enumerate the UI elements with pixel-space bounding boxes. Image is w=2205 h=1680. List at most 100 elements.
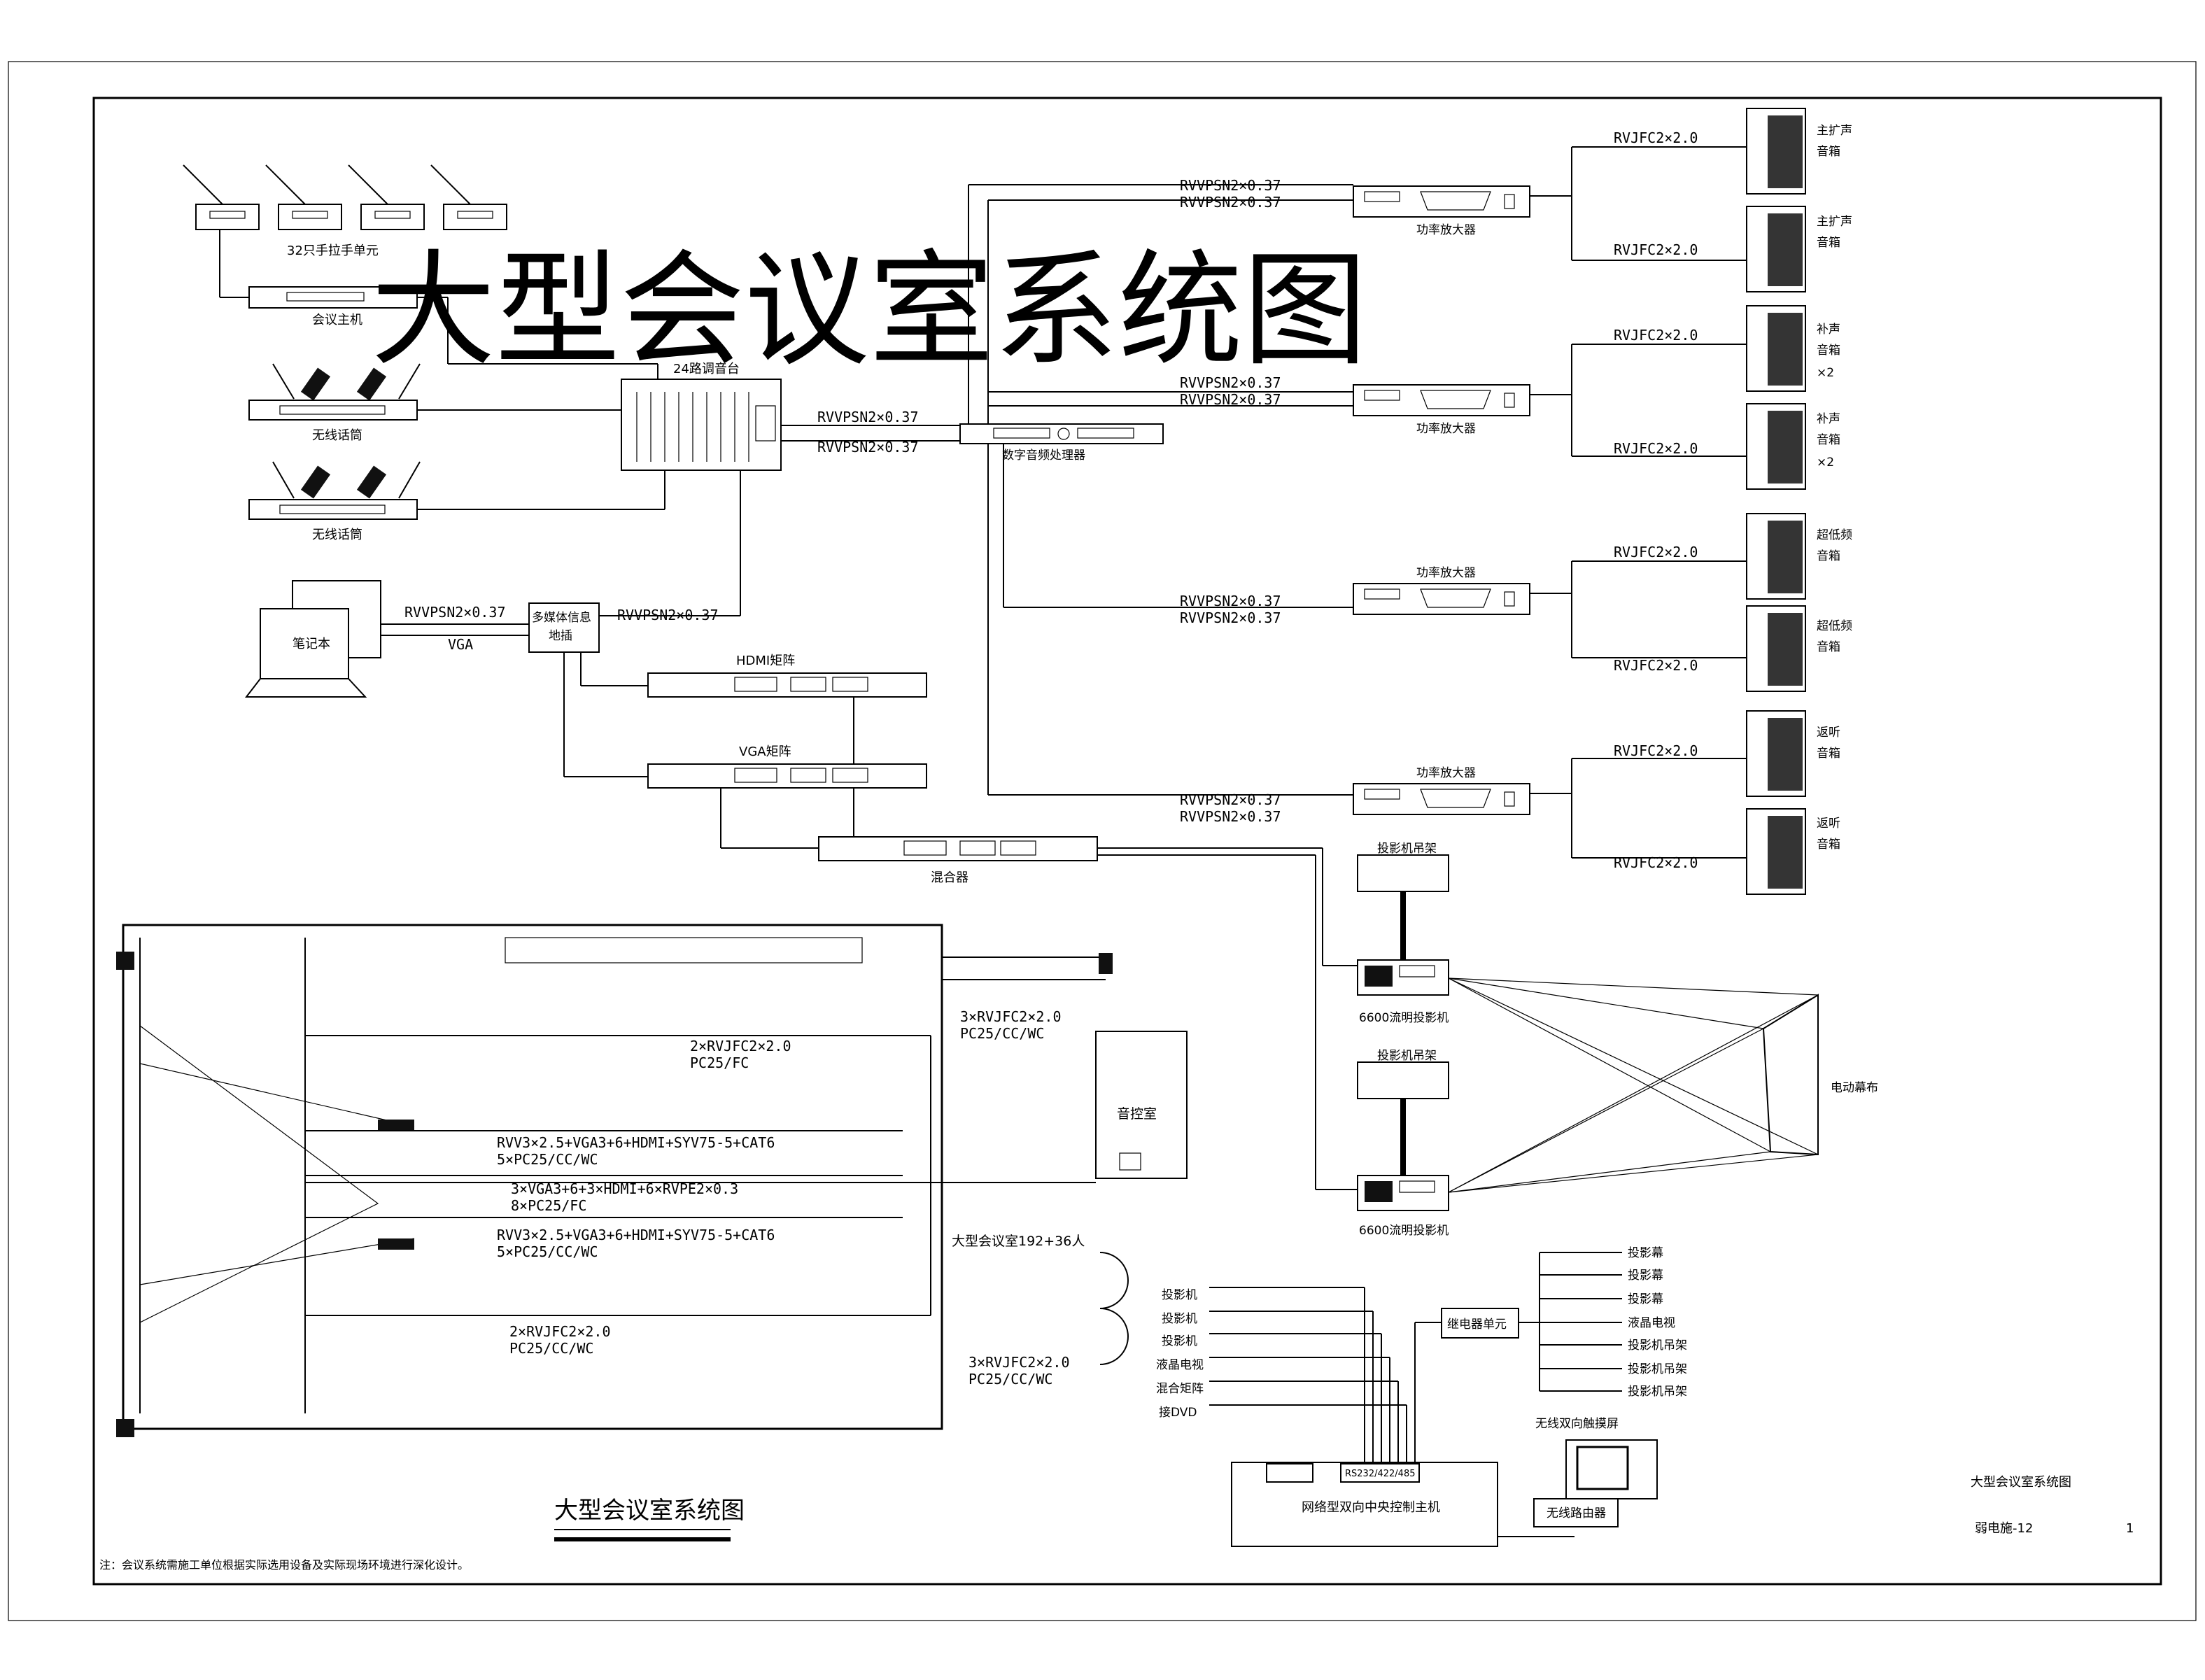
cable-label: 3×RVJFC2×2.0 (960, 1008, 1062, 1025)
mixer-wiring: RVVPSN2×0.37 RVVPSN2×0.37 (417, 297, 960, 616)
wireless-mic-label: 无线话筒 (312, 528, 362, 542)
speaker-label: 音箱 (1817, 747, 1840, 761)
relay-unit: 继电器单元 (1441, 1252, 1622, 1392)
hdmi-matrix-label: HDMI矩阵 (736, 654, 795, 668)
control-target-label: 液晶电视 (1628, 1316, 1675, 1330)
cable-label: RVVPSN2×0.37 (1180, 391, 1281, 408)
cable-label: RVJFC2×2.0 (1614, 440, 1698, 457)
projector-rack-label: 投影机吊架 (1377, 1049, 1437, 1063)
conference-host-label: 会议主机 (312, 313, 362, 327)
page-number: 1 (2126, 1521, 2134, 1536)
amp-label: 功率放大器 (1416, 422, 1476, 436)
power-amplifier-2: 功率放大器 (1353, 384, 1530, 436)
speaker-label: 返听 (1817, 726, 1840, 740)
diagram-title: 大型会议室系统图 (371, 238, 1367, 383)
laptop-label: 笔记本 (293, 637, 330, 651)
digital-audio-processor: 数字音频处理器 (959, 423, 1164, 463)
mic-unit (265, 164, 342, 230)
room-name-label: 大型会议室192+36人 (952, 1234, 1085, 1249)
amp-label: 功率放大器 (1416, 223, 1476, 237)
touch-screen: 无线双向触摸屏 (1535, 1417, 1658, 1499)
cable-label: RVVPSN2×0.37 (617, 607, 719, 623)
speaker-label: 主扩声 (1817, 215, 1852, 229)
control-target-label: 投影机吊架 (1628, 1362, 1687, 1376)
cable-label: RVVPSN2×0.37 (1180, 609, 1281, 626)
cable-label: 5×PC25/CC/WC (497, 1243, 598, 1260)
cable-label: RVVPSN2×0.37 (1180, 374, 1281, 391)
cable-label: RVJFC2×2.0 (1614, 129, 1698, 146)
port-label: RS232/422/485 (1345, 1469, 1415, 1479)
cable-label: 3×VGA3+6+3×HDMI+6×RVPE2×0.3 (511, 1180, 738, 1197)
vga-matrix-label: VGA矩阵 (739, 744, 791, 759)
drawing-name: 大型会议室系统图 (1971, 1475, 2071, 1490)
cable-label: RVJFC2×2.0 (1614, 544, 1698, 560)
floor-plan: 音控室 大型会议室192+36人 (116, 924, 1188, 1437)
touch-screen-label: 无线双向触摸屏 (1535, 1417, 1619, 1431)
mixer-box: 混合器 (818, 836, 1098, 885)
power-amplifier-1: 功率放大器 (1353, 185, 1530, 237)
matrix-wiring (563, 652, 1358, 1190)
mic-units-label: 32只手拉手单元 (287, 243, 379, 258)
speaker-wiring: RVJFC2×2.0 RVJFC2×2.0 RVJFC2×2.0 RVJFC2×… (1530, 129, 1747, 871)
wireless-mic-2: 无线话筒 (248, 461, 421, 542)
control-target-label: 投影幕 (1628, 1246, 1663, 1260)
cable-label: RVVPSN2×0.37 (817, 439, 919, 456)
media-box-label-2: 地插 (549, 629, 572, 643)
speaker-label: 主扩声 (1817, 124, 1852, 138)
speaker-labels: 主扩声 音箱 主扩声 音箱 补声 音箱 ×2 补声 音箱 ×2 超低频 音箱 超… (1817, 124, 1852, 852)
speaker-label: 补声 (1817, 323, 1840, 337)
cable-label: 2×RVJFC2×2.0 (509, 1323, 611, 1340)
projector-label: 6600流明投影机 (1359, 1011, 1449, 1025)
dsp-label: 数字音频处理器 (1002, 449, 1085, 463)
cable-label: RVJFC2×2.0 (1614, 742, 1698, 759)
control-target-label: 混合矩阵 (1156, 1382, 1204, 1396)
cable-label: RVV3×2.5+VGA3+6+HDMI+SYV75-5+CAT6 (497, 1134, 775, 1151)
speaker-icon (1746, 108, 1806, 195)
central-control-host: RS232/422/485 网络型双向中央控制主机 (1231, 1462, 1575, 1547)
plan-title: 大型会议室系统图 (554, 1497, 745, 1525)
laptop: 笔记本 (244, 580, 381, 698)
power-amplifier-4: 功率放大器 (1353, 766, 1530, 815)
mic-unit (430, 164, 507, 230)
plan-title-block: 大型会议室系统图 (554, 1497, 745, 1541)
cable-label: RVV3×2.5+VGA3+6+HDMI+SYV75-5+CAT6 (497, 1227, 775, 1243)
cable-label: 8×PC25/FC (511, 1197, 586, 1214)
mixer-box-label: 混合器 (931, 870, 968, 885)
cable-label: 5×PC25/CC/WC (497, 1151, 598, 1168)
control-target-label: 投影幕 (1628, 1269, 1663, 1283)
cable-label: PC25/CC/WC (968, 1371, 1052, 1388)
control-target-label: 投影机吊架 (1628, 1339, 1687, 1353)
speaker-column (1746, 108, 1806, 895)
speaker-label: 补声 (1817, 412, 1840, 426)
control-target-label: 投影幕 (1628, 1292, 1663, 1306)
cable-label: RVJFC2×2.0 (1614, 241, 1698, 258)
conference-host: 会议主机 (219, 230, 418, 327)
drawing-number: 弱电施-12 (1975, 1521, 2033, 1536)
speaker-icon (1746, 513, 1806, 600)
speaker-label: 音箱 (1817, 549, 1840, 563)
central-host-label: 网络型双向中央控制主机 (1302, 1500, 1440, 1515)
conference-mic-units: 32只手拉手单元 (183, 164, 507, 258)
cable-label: RVVPSN2×0.37 (1180, 593, 1281, 609)
design-note: 注：会议系统需施工单位根据实际选用设备及实际现场环境进行深化设计。 (99, 1558, 469, 1572)
cable-label: RVJFC2×2.0 (1614, 657, 1698, 674)
cable-label: RVJFC2×2.0 (1614, 854, 1698, 871)
speaker-icon (1746, 605, 1806, 692)
hdmi-matrix: HDMI矩阵 (647, 654, 927, 698)
speaker-label: 音箱 (1817, 838, 1840, 852)
control-left-labels: 投影机 投影机 投影机 液晶电视 混合矩阵 接DVD (1156, 1288, 1204, 1420)
router-label: 无线路由器 (1547, 1506, 1606, 1520)
control-target-label: 投影机吊架 (1628, 1385, 1687, 1399)
speaker-label: 返听 (1817, 817, 1840, 831)
projector-label: 6600流明投影机 (1359, 1224, 1449, 1238)
speaker-label: ×2 (1817, 456, 1834, 470)
speaker-label: 音箱 (1817, 344, 1840, 358)
drawing-frame (8, 61, 2197, 1621)
mic-unit (348, 164, 425, 230)
cable-label: RVVPSN2×0.37 (1180, 808, 1281, 825)
wireless-mic-1: 无线话筒 (248, 363, 421, 443)
projector-rack-label: 投影机吊架 (1377, 842, 1437, 856)
cable-label: PC25/CC/WC (509, 1340, 593, 1357)
amp-label: 功率放大器 (1416, 566, 1476, 580)
control-target-label: 液晶电视 (1156, 1358, 1204, 1372)
